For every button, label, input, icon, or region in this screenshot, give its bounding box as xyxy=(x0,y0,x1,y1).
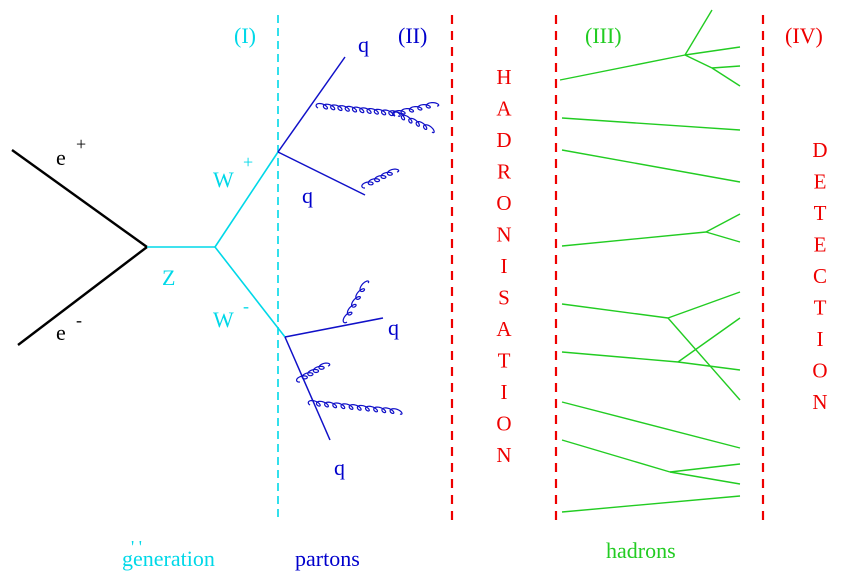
detection-word-letter: E xyxy=(814,233,827,257)
detection-word-letter: I xyxy=(817,327,824,351)
hadronisation-word-letter: D xyxy=(496,128,511,152)
quark-label-1: q xyxy=(358,32,369,57)
gluon-line xyxy=(307,399,403,415)
lepton-lines xyxy=(11,149,148,346)
hadronisation-word-letter: R xyxy=(497,160,511,184)
detection-word-letter: C xyxy=(813,264,827,288)
positron-label: e xyxy=(56,145,66,170)
w-plus-charge: + xyxy=(243,152,253,172)
partons-label: partons xyxy=(295,546,360,571)
hadrons-label: hadrons xyxy=(606,538,676,563)
detection-word-letter: D xyxy=(812,138,827,162)
hadron-tracks xyxy=(559,9,741,513)
hadronisation-word-letter: I xyxy=(501,380,508,404)
w-minus-charge: - xyxy=(243,296,249,316)
hadronisation-word-letter: I xyxy=(501,254,508,278)
generation-label: generation xyxy=(122,546,215,571)
hadronisation-word-letter: N xyxy=(496,223,511,247)
detection-word-letter: E xyxy=(814,170,827,194)
quark-label-3: q xyxy=(388,315,399,340)
gluon-lines xyxy=(295,102,440,415)
boson-lines xyxy=(147,151,286,338)
hadronisation-word-letter: A xyxy=(496,97,512,121)
electron-charge: - xyxy=(76,310,82,330)
z-boson-label: Z xyxy=(162,265,175,290)
hadronisation-word-letter: O xyxy=(496,191,511,215)
electron-label: e xyxy=(56,320,66,345)
hadronisation-word-letter: S xyxy=(498,286,510,310)
hadronisation-word-letter: O xyxy=(496,412,511,436)
quark-label-4: q xyxy=(334,455,345,480)
stage-label-iv: (IV) xyxy=(785,23,823,48)
gluon-line xyxy=(361,168,400,189)
stage-label-i: (I) xyxy=(234,23,256,48)
quark-lines xyxy=(277,56,384,441)
detection-word-letter: T xyxy=(814,201,827,225)
quark-label-2: q xyxy=(302,183,313,208)
gluon-line xyxy=(295,362,331,383)
hadronisation-word-letter: N xyxy=(496,443,511,467)
w-plus-label: W xyxy=(213,167,234,192)
detection-word-letter: O xyxy=(812,359,827,383)
w-minus-label: W xyxy=(213,307,234,332)
gluon-line xyxy=(392,102,440,117)
stage-label-ii: (II) xyxy=(398,23,427,48)
stage-label-iii: (III) xyxy=(585,23,622,48)
detection-word-letter: N xyxy=(812,390,827,414)
hadronisation-word-letter: T xyxy=(498,349,511,373)
detection-word-letter: T xyxy=(814,296,827,320)
positron-charge: + xyxy=(76,134,86,154)
hadronisation-word-letter: A xyxy=(496,317,512,341)
gluon-line xyxy=(342,280,370,324)
gluon-line xyxy=(315,102,401,117)
gluon-line xyxy=(393,111,435,134)
generation-accent-marks: ' ' xyxy=(131,537,142,557)
hadronisation-word-letter: H xyxy=(496,65,511,89)
